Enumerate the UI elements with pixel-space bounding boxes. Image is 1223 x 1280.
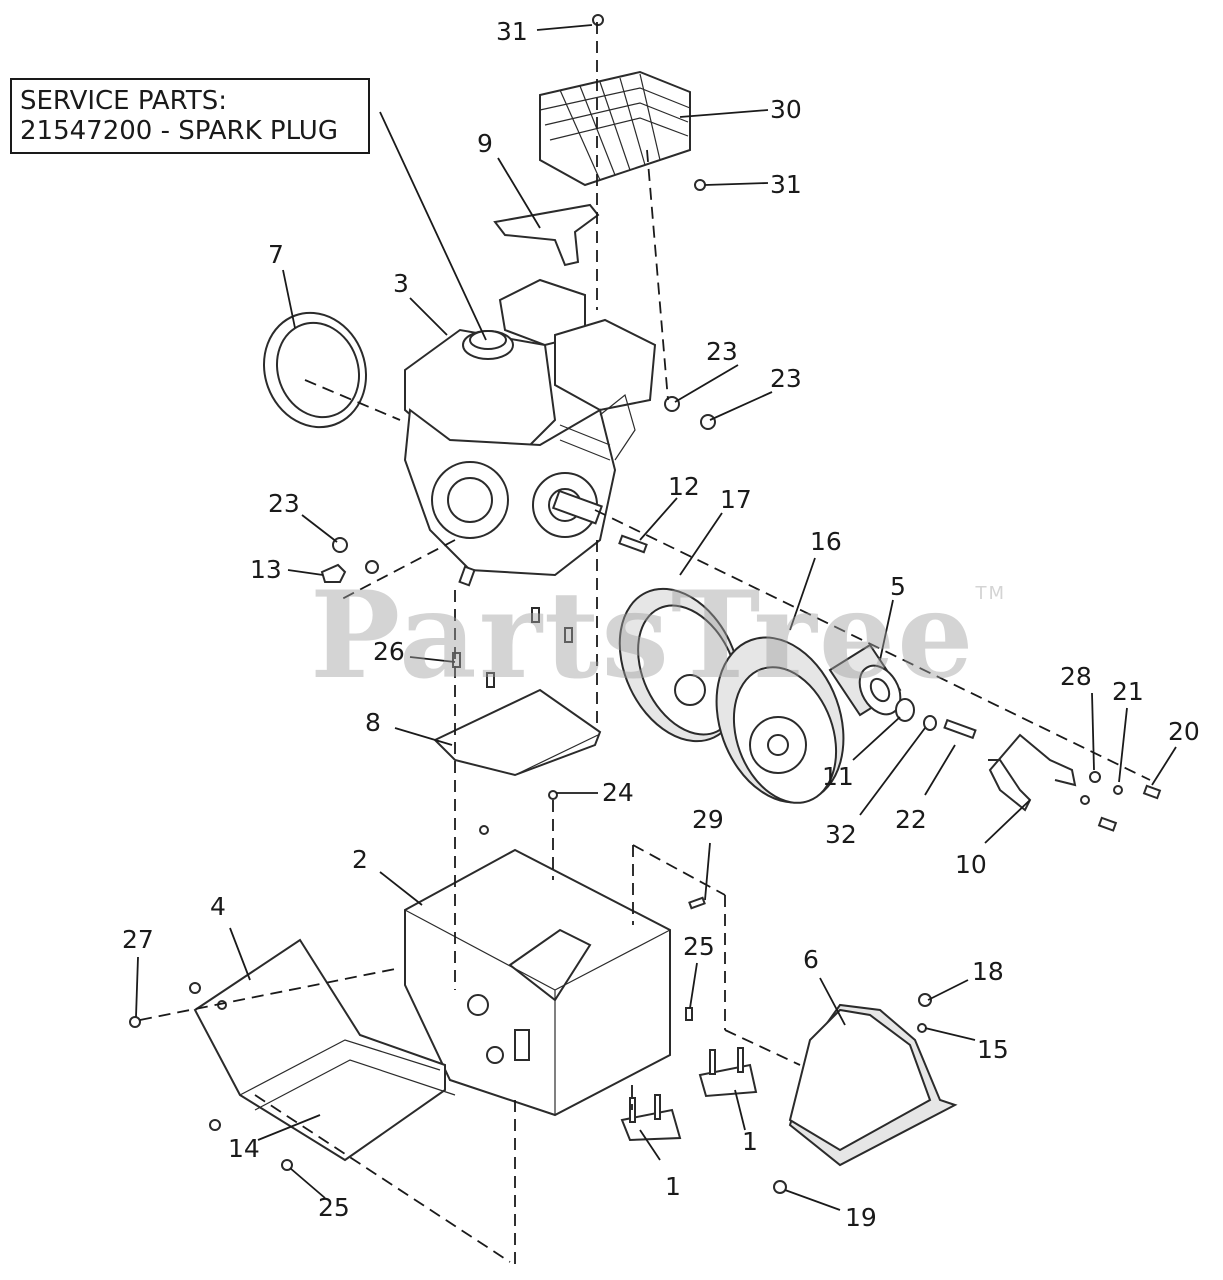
part-30-guard-cage [539, 70, 691, 187]
part-5-clutch [828, 643, 902, 717]
callout-27: 27 [122, 925, 154, 954]
misc-hardware [129, 14, 932, 1194]
callout-23-right: 23 [770, 364, 802, 393]
callout-31-right: 31 [770, 170, 802, 199]
callout-29: 29 [692, 805, 724, 834]
part-12-key [618, 534, 648, 554]
callout-14: 14 [228, 1134, 260, 1163]
callout-26: 26 [373, 637, 405, 666]
callout-25-bottom: 25 [318, 1193, 350, 1222]
part-2-frame [404, 848, 671, 1117]
callout-17: 17 [720, 485, 752, 514]
callout-15: 15 [977, 1035, 1009, 1064]
service-parts-spark-plug: 21547200 - SPARK PLUG [20, 116, 338, 146]
callout-9: 9 [477, 129, 493, 158]
part-16-pulley [715, 636, 845, 804]
callout-11: 11 [822, 762, 854, 791]
part-6-belt-cover [788, 1003, 958, 1167]
callout-6: 6 [803, 945, 819, 974]
callout-13: 13 [250, 555, 282, 584]
callout-1-right: 1 [742, 1127, 758, 1156]
callout-22: 22 [895, 805, 927, 834]
callout-4: 4 [210, 892, 226, 921]
part-10-rod [988, 733, 1077, 812]
callout-16: 16 [810, 527, 842, 556]
callout-1-left: 1 [665, 1172, 681, 1201]
parts-28-21-20-hardware [1080, 771, 1162, 832]
callout-12: 12 [668, 472, 700, 501]
callout-20: 20 [1168, 717, 1200, 746]
watermark-text: PartsTree [310, 565, 976, 706]
assembly-lines [139, 22, 1151, 1265]
part-9-bracket [493, 203, 600, 267]
callout-28: 28 [1060, 662, 1092, 691]
part-17-pulley [618, 587, 742, 743]
callout-3: 3 [393, 269, 409, 298]
partstree-watermark: PartsTreeTM [310, 565, 1006, 706]
callout-8: 8 [365, 708, 381, 737]
callout-23-left: 23 [268, 489, 300, 518]
callout-10: 10 [955, 850, 987, 879]
part-8-plate [433, 688, 602, 777]
part-7-ring [262, 311, 368, 429]
callout-24: 24 [602, 778, 634, 807]
callout-30: 30 [770, 95, 802, 124]
callout-labels: 31 30 31 9 7 3 23 23 23 13 12 17 16 5 26… [122, 17, 1200, 1232]
part-13-clip [320, 563, 347, 583]
watermark-tm: TM [975, 583, 1006, 604]
callout-31-top: 31 [496, 17, 528, 46]
callout-23-upper: 23 [706, 337, 738, 366]
callout-7: 7 [268, 240, 284, 269]
callout-5: 5 [890, 572, 906, 601]
callout-25-right: 25 [683, 932, 715, 961]
service-parts-box: SERVICE PARTS: 21547200 - SPARK PLUG [10, 78, 370, 154]
part-1-brackets [620, 1047, 758, 1142]
leader-lines [135, 24, 1177, 1211]
part-4-skid-plate [193, 938, 456, 1162]
callout-2: 2 [352, 845, 368, 874]
mounting-spacers [452, 565, 573, 688]
callout-21: 21 [1112, 677, 1144, 706]
callout-19: 19 [845, 1203, 877, 1232]
callout-32: 32 [825, 820, 857, 849]
callout-18: 18 [972, 957, 1004, 986]
service-parts-heading: SERVICE PARTS: [20, 86, 227, 116]
part-3-engine [403, 278, 657, 577]
parts-11-32-22-hardware [895, 698, 977, 740]
